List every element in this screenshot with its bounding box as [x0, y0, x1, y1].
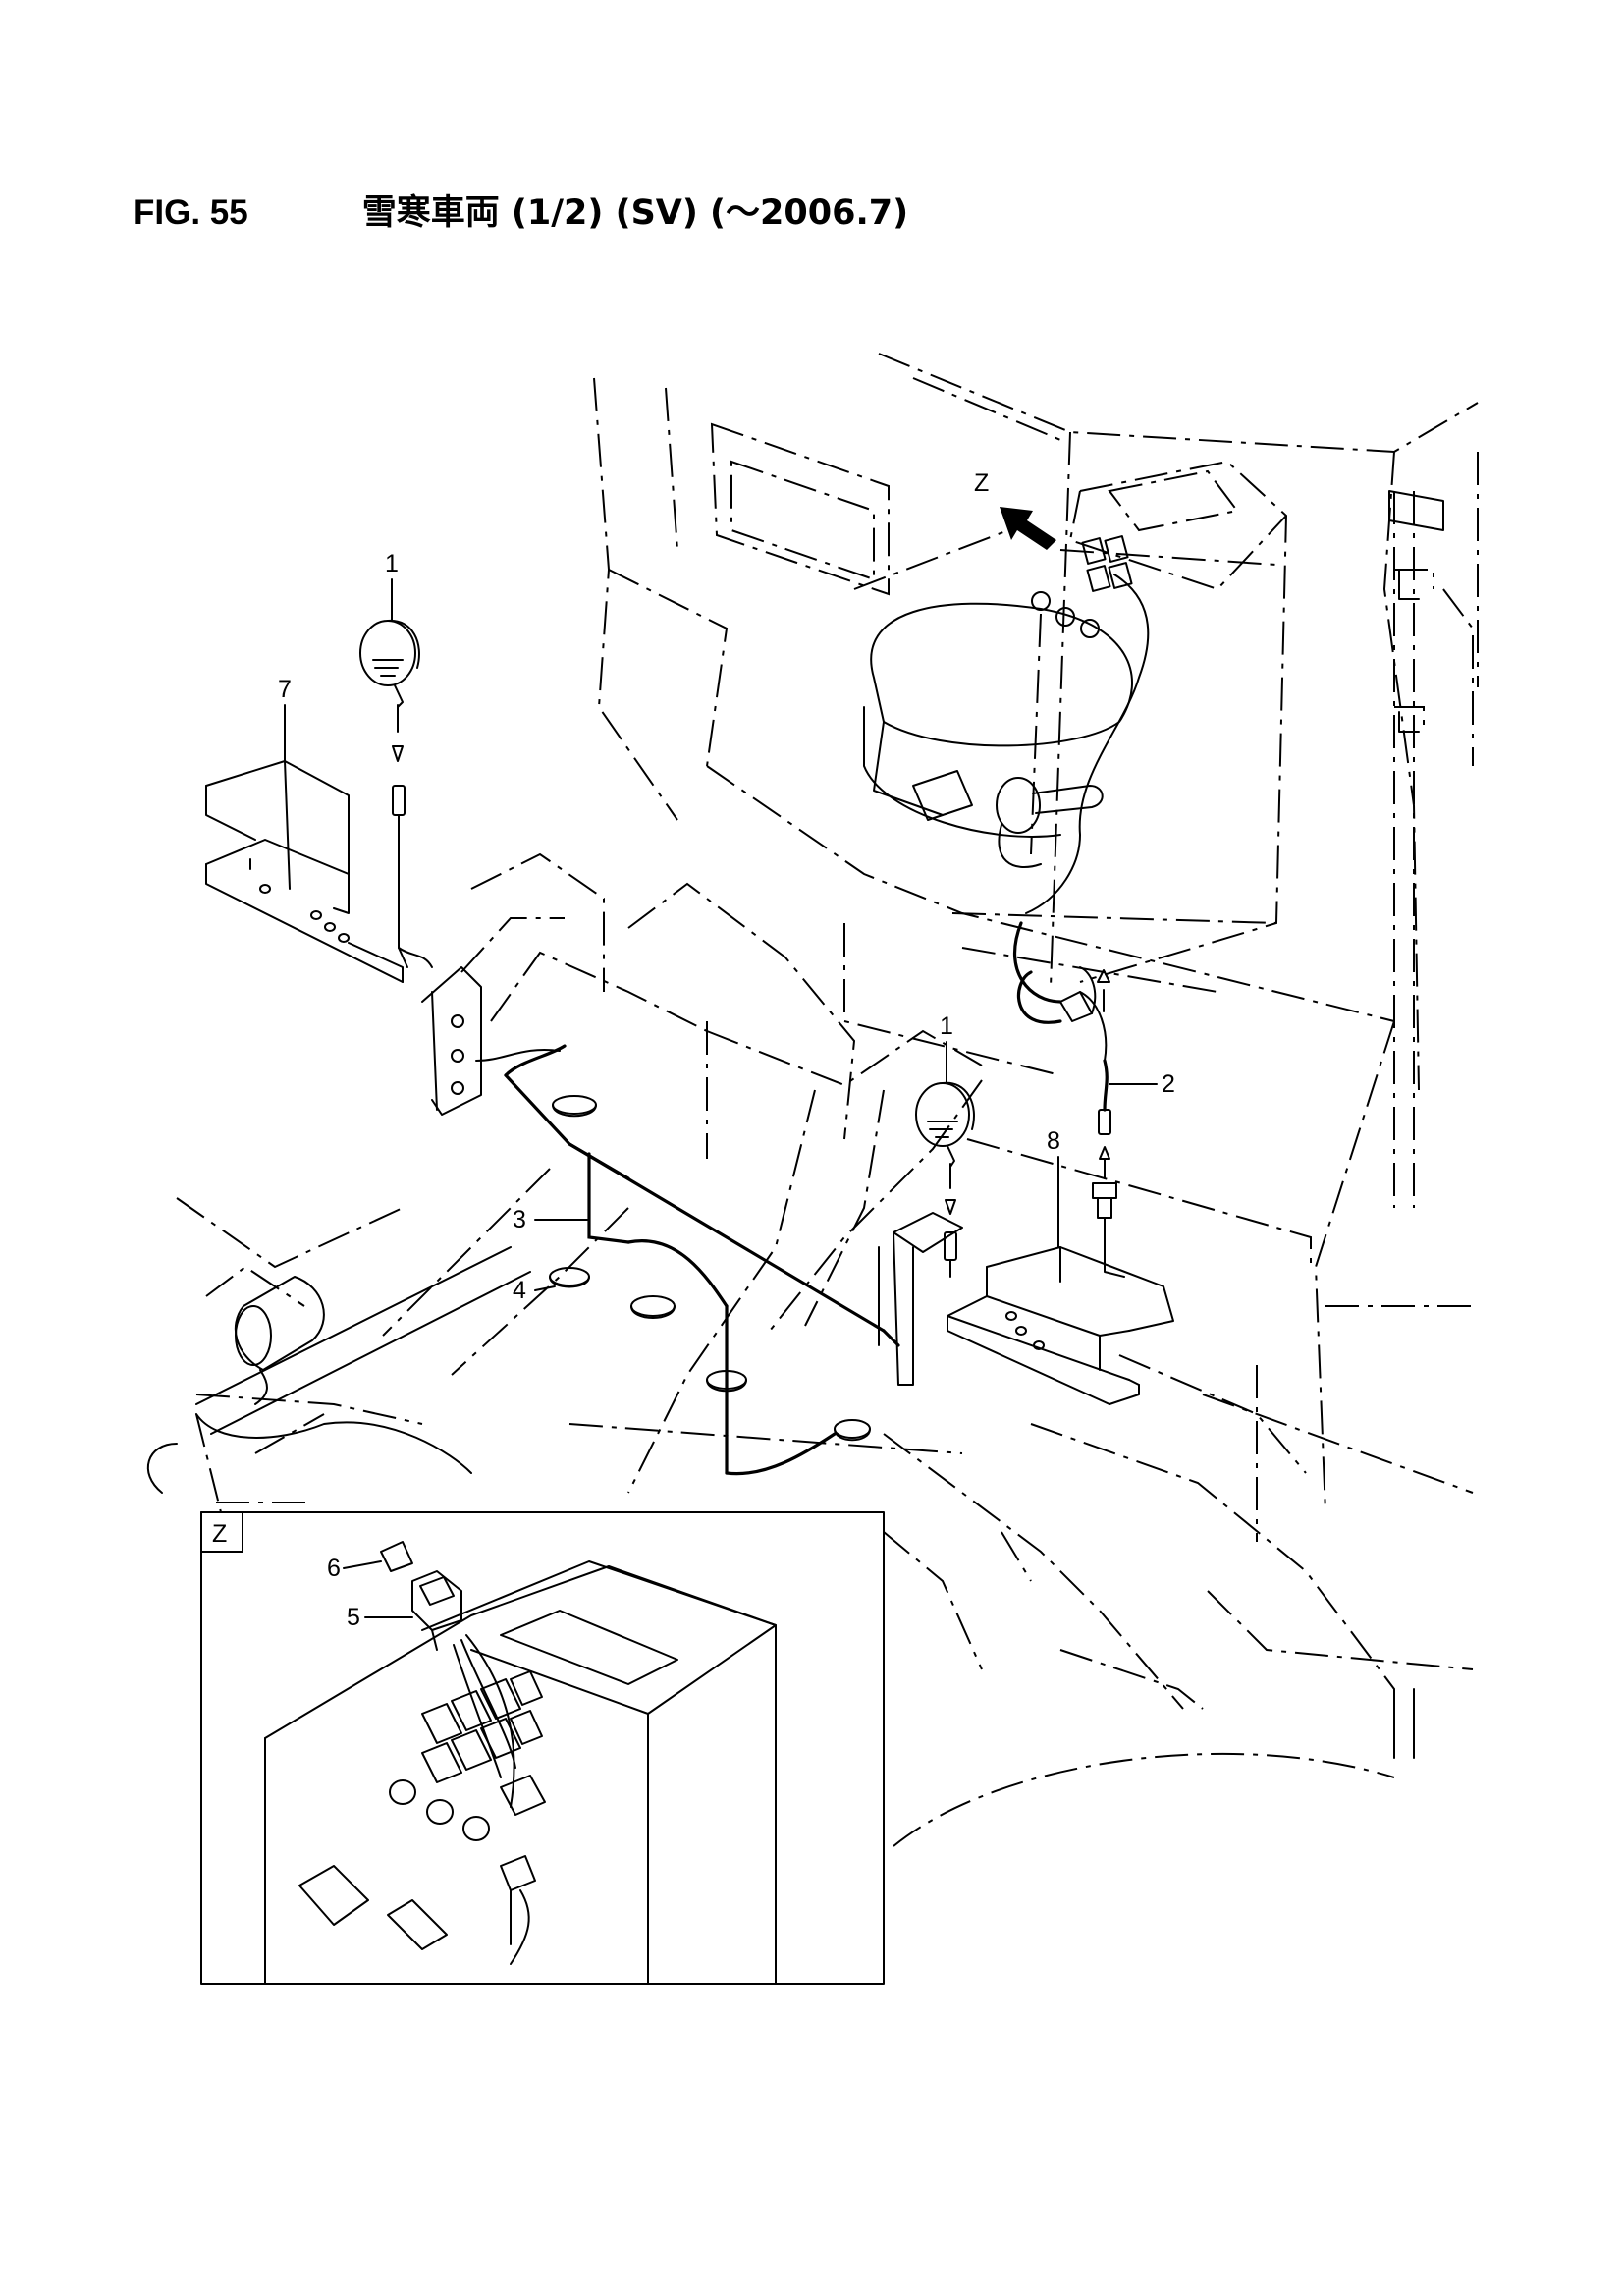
view-z-marker: Z — [974, 469, 1056, 550]
wire-harness — [504, 921, 1109, 1476]
callout-4-label: 4 — [513, 1277, 526, 1304]
callout-2: 2 — [1109, 1070, 1175, 1098]
work-lamp-left — [359, 619, 433, 968]
chassis-frame — [176, 852, 1474, 1847]
callout-8: 8 — [1047, 1127, 1060, 1248]
detail-view-z: Z — [200, 1511, 885, 1985]
figure-title: 雪寒車両 (1/2) (SV) (～2006.7) — [361, 193, 909, 233]
detail-switch-grid — [421, 1670, 543, 1783]
operator-seat — [863, 602, 1133, 838]
console-switch-panel — [1025, 535, 1150, 914]
lamp-bracket-right — [878, 1212, 1174, 1405]
switch-part-5 — [411, 1570, 462, 1651]
view-z-label: Z — [974, 469, 989, 497]
callout-1-right-label: 1 — [940, 1012, 953, 1040]
lamp-bracket-left — [205, 760, 404, 983]
cab-outline — [593, 353, 1479, 1513]
detail-view-z-label: Z — [212, 1520, 227, 1548]
access-ladder — [1388, 490, 1444, 1759]
left-support-post — [421, 966, 561, 1116]
callout-2-label: 2 — [1162, 1070, 1175, 1098]
figure-number: FIG. 55 — [134, 193, 248, 232]
drive-shaft — [146, 1246, 531, 1494]
control-lever — [996, 777, 1104, 869]
callout-7: 7 — [278, 676, 292, 762]
switch-label-6 — [380, 1541, 413, 1572]
figure-header: FIG. 55 雪寒車両 (1/2) (SV) (～2006.7) — [134, 185, 908, 240]
callout-8-label: 8 — [1047, 1127, 1060, 1155]
callout-3: 3 — [513, 1206, 588, 1233]
harness-clamps — [549, 1095, 871, 1442]
callout-4: 4 — [513, 1277, 556, 1304]
callout-1-left: 1 — [385, 550, 399, 622]
callout-1-right: 1 — [940, 1012, 953, 1084]
work-lamp-right — [915, 1081, 975, 1278]
callout-6-label: 6 — [327, 1555, 341, 1582]
harness-connector — [1059, 966, 1125, 1278]
callout-5-label: 5 — [347, 1604, 360, 1631]
callout-1-left-label: 1 — [385, 550, 399, 577]
callout-3-label: 3 — [513, 1206, 526, 1233]
operator-console — [853, 460, 1288, 993]
callout-7-label: 7 — [278, 676, 292, 703]
